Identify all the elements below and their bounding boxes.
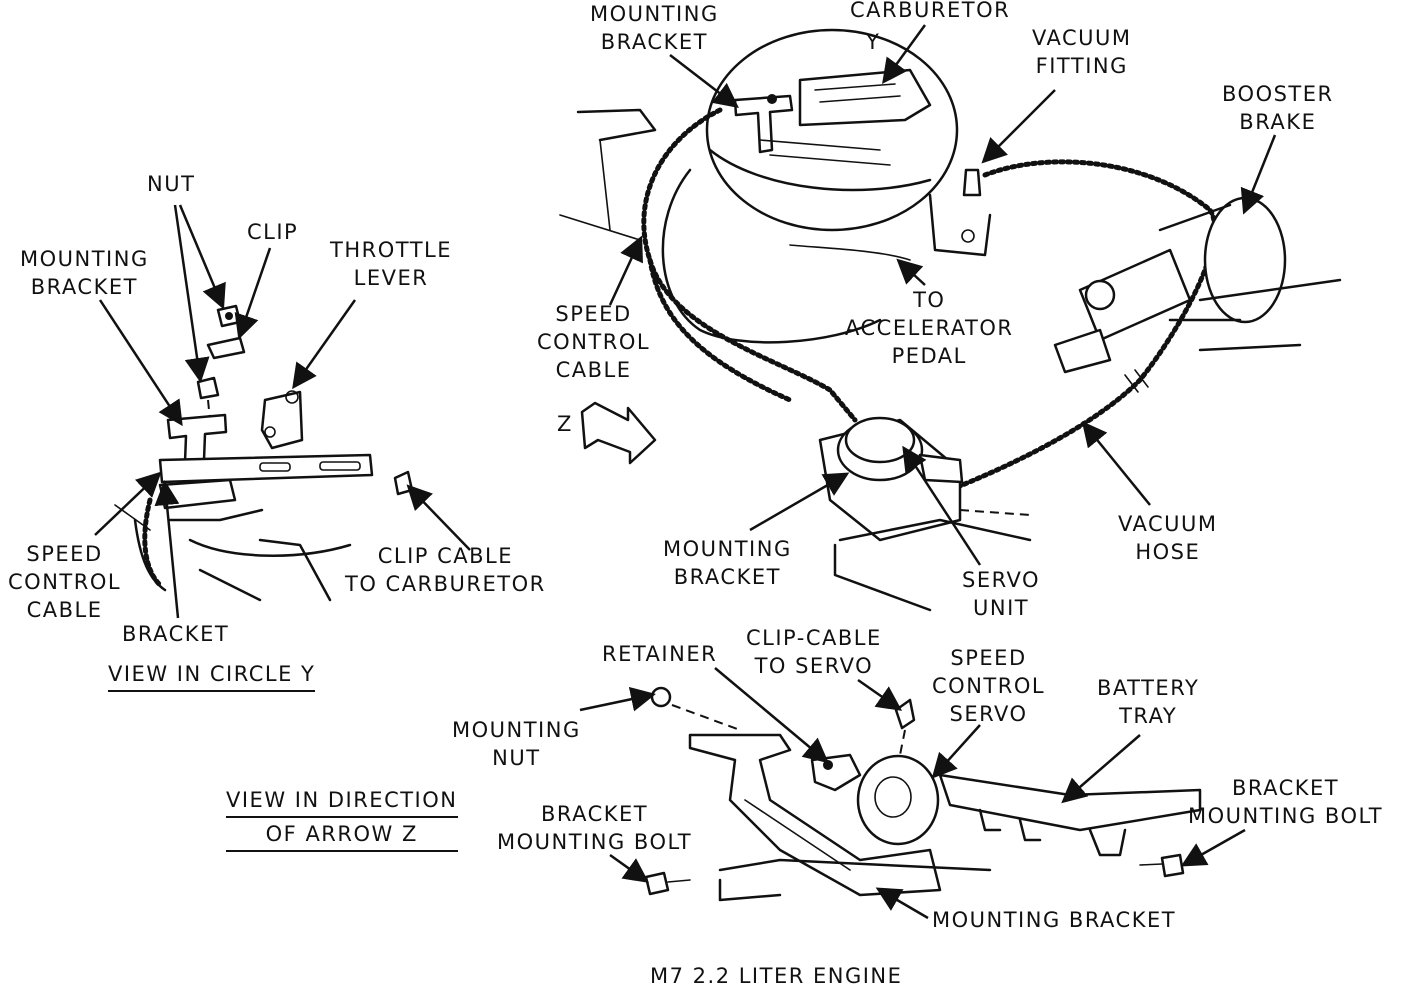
- bottom-mounting-bracket: [688, 733, 942, 897]
- circle-y-outline: [705, 28, 959, 232]
- leader-lines: [94, 24, 1277, 920]
- label-vacuum-fitting: VACUUM FITTING: [1032, 26, 1132, 78]
- caption-view-in-circle-y: VIEW IN CIRCLE Y: [108, 660, 316, 692]
- label-speed-control-servo: SPEED CONTROL SERVO: [932, 646, 1046, 726]
- label-z: Z: [557, 412, 573, 436]
- leader-bracket: [154, 480, 180, 619]
- caption-view-in-direction: VIEW IN DIRECTION OF ARROW Z: [226, 786, 458, 852]
- label-throttle-lever: THROTTLE LEVER: [330, 238, 452, 290]
- label-mounting-nut: MOUNTING NUT: [452, 718, 581, 770]
- leader-mounting-bracket-bottom: [875, 887, 929, 920]
- label-booster-brake: BOOSTER BRAKE: [1222, 82, 1334, 134]
- leader-nut-1: [178, 204, 226, 310]
- view-in-circle-y-art: [114, 304, 414, 602]
- label-bracket-mounting-bolt-right: BRACKET MOUNTING BOLT: [1188, 776, 1384, 828]
- label-servo-unit: SERVO UNIT: [962, 568, 1041, 620]
- slotted-bar: [158, 453, 374, 484]
- label-mounting-bracket-top: MOUNTING BRACKET: [590, 2, 719, 54]
- vacuum-hose-line: [947, 159, 1217, 493]
- label-carburetor: CARBURETOR: [850, 0, 1011, 22]
- bolt-left: [644, 871, 670, 896]
- leader-clip-cable-carb: [406, 484, 471, 551]
- label-mounting-bracket-mid: MOUNTING BRACKET: [663, 537, 792, 589]
- leader-vacuum-hose: [1081, 421, 1151, 506]
- label-clip-cable-to-servo: CLIP-CABLE TO SERVO: [746, 626, 882, 678]
- label-mounting-bracket-left: MOUNTING BRACKET: [20, 247, 149, 299]
- leader-booster-brake: [1240, 134, 1277, 215]
- leader-mounting-bracket-top: [669, 54, 739, 109]
- leader-carburetor: [882, 24, 927, 85]
- master-cylinder: [1078, 248, 1192, 342]
- leader-servo-unit: [902, 445, 982, 566]
- clip-part: [206, 336, 246, 360]
- leader-speed-control-cable-left: [94, 471, 162, 536]
- figure-title: M7 2.2 LITER ENGINE: [650, 964, 903, 988]
- leader-bolt-right: [1180, 828, 1246, 867]
- leader-bolt-left: [609, 853, 650, 883]
- leader-speed-control-servo: [931, 724, 981, 779]
- leader-clip: [234, 247, 272, 340]
- clip-cable-part: [393, 470, 414, 496]
- mounting-nut-part: [650, 686, 672, 708]
- label-nut: NUT: [147, 172, 196, 196]
- leader-mounting-bracket-left: [98, 299, 183, 427]
- leader-battery-tray: [1061, 734, 1141, 804]
- leader-accelerator: [896, 258, 926, 286]
- label-to-accelerator-pedal: TO ACCELERATOR PEDAL: [845, 288, 1014, 368]
- retainer-part: [810, 753, 862, 792]
- label-speed-control-cable-left: SPEED CONTROL CABLE: [8, 542, 122, 622]
- label-y: Y: [866, 30, 881, 54]
- leader-retainer: [714, 667, 829, 764]
- carburetor-body: [798, 68, 932, 127]
- booster-brake: [1203, 196, 1287, 324]
- vacuum-fitting-base: [928, 193, 992, 257]
- leader-clip-cable-servo: [857, 678, 903, 711]
- throttle-lever-part: [260, 390, 304, 450]
- leader-nut-2: [173, 204, 210, 383]
- leader-mounting-nut: [579, 686, 656, 712]
- label-mounting-bracket-bottom: MOUNTING BRACKET: [932, 908, 1177, 932]
- label-retainer: RETAINER: [602, 642, 718, 666]
- left-mounting-bracket: [166, 413, 228, 464]
- label-vacuum-hose: VACUUM HOSE: [1118, 512, 1218, 564]
- speed-control-cable: [641, 107, 858, 423]
- bolt-right: [1160, 853, 1185, 878]
- label-bracket: BRACKET: [122, 622, 230, 646]
- leader-speed-control-cable-mid: [608, 235, 643, 306]
- vacuum-fitting: [962, 168, 982, 197]
- leader-vacuum-fitting: [981, 89, 1056, 164]
- arrow-z: [580, 401, 657, 465]
- clip-cable-servo-part: [894, 698, 916, 730]
- label-speed-control-cable-mid: SPEED CONTROL CABLE: [537, 302, 651, 382]
- top-mounting-bracket: [733, 94, 794, 154]
- battery-tray-part: [938, 773, 1202, 832]
- leader-mounting-bracket-mid: [749, 472, 850, 532]
- air-cleaner-outline: [661, 168, 882, 344]
- label-clip-cable-to-carburetor: CLIP CABLE TO CARBURETOR: [345, 544, 546, 596]
- label-bracket-mounting-bolt-left: BRACKET MOUNTING BOLT: [497, 802, 693, 854]
- label-clip: CLIP: [247, 220, 299, 244]
- label-battery-tray: BATTERY TRAY: [1097, 676, 1200, 728]
- engine-bay-view: [559, 28, 1342, 612]
- speed-control-servo-part: [856, 754, 940, 846]
- leader-throttle-lever: [292, 299, 357, 390]
